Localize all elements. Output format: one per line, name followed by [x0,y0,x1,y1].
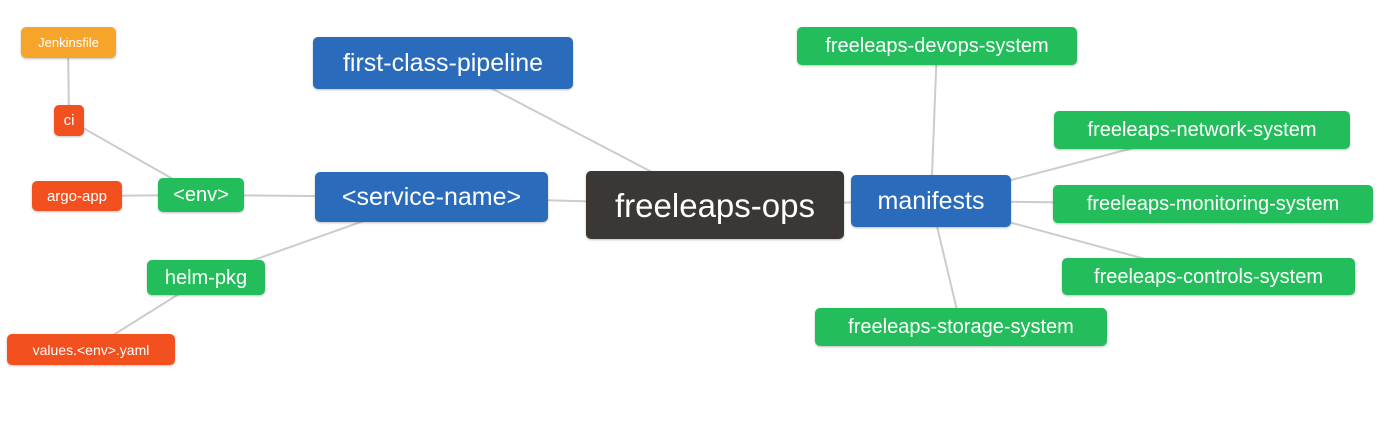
node-network-system-label: freeleaps-network-system [1087,119,1317,141]
node-freeleaps-ops-label: freeleaps-ops [615,186,815,224]
node-service-name[interactable]: <service-name> [315,172,548,222]
node-env[interactable]: <env> [158,178,244,212]
node-manifests[interactable]: manifests [851,175,1011,227]
node-first-class-pipeline[interactable]: first-class-pipeline [313,37,573,89]
node-argo-app-label: argo-app [46,187,108,205]
node-jenkinsfile-label: Jenkinsfile [38,35,99,50]
node-controls-system[interactable]: freeleaps-controls-system [1062,258,1355,295]
node-first-class-pipeline-label: first-class-pipeline [342,48,544,77]
node-helm-pkg[interactable]: helm-pkg [147,260,265,295]
node-storage-system-label: freeleaps-storage-system [848,316,1074,338]
node-devops-system[interactable]: freeleaps-devops-system [797,27,1077,65]
node-network-system[interactable]: freeleaps-network-system [1054,111,1350,149]
node-jenkinsfile[interactable]: Jenkinsfile [21,27,116,58]
node-argo-app[interactable]: argo-app [32,181,122,211]
node-devops-system-label: freeleaps-devops-system [825,35,1049,57]
node-manifests-label: manifests [877,186,985,215]
node-env-label: <env> [173,184,229,206]
node-helm-pkg-label: helm-pkg [164,266,248,289]
node-monitoring-system[interactable]: freeleaps-monitoring-system [1053,185,1373,223]
node-values-env-yaml-label: values.<env>.yaml [32,341,150,358]
node-storage-system[interactable]: freeleaps-storage-system [815,308,1107,346]
node-ci[interactable]: ci [54,105,84,136]
node-service-name-label: <service-name> [341,182,522,211]
node-controls-system-label: freeleaps-controls-system [1094,265,1323,288]
node-values-env-yaml[interactable]: values.<env>.yaml [7,334,175,365]
node-freeleaps-ops[interactable]: freeleaps-ops [586,171,844,239]
node-ci-label: ci [63,112,75,129]
node-monitoring-system-label: freeleaps-monitoring-system [1086,193,1340,215]
